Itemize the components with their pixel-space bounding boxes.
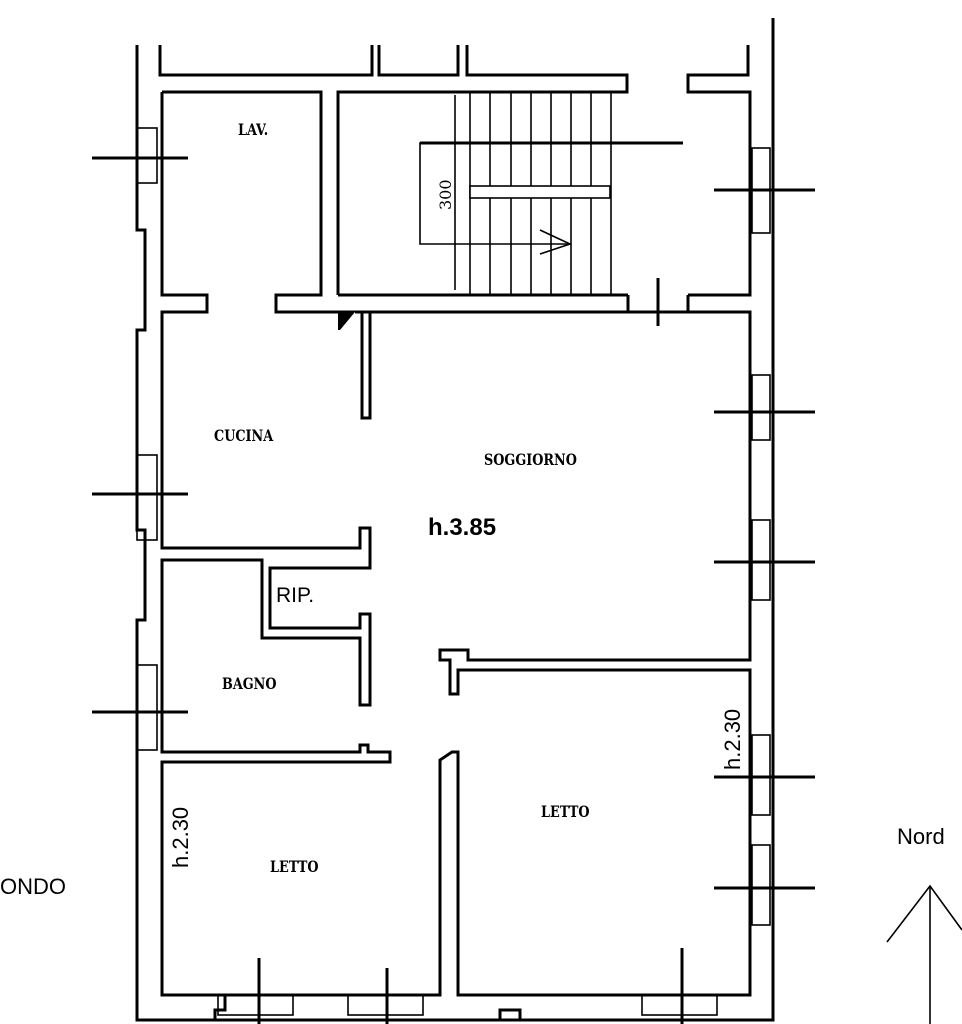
side-label: ONDO: [0, 874, 66, 899]
north-label: Nord: [897, 824, 945, 849]
room-label-soggiorno: SOGGIORNO: [484, 450, 577, 469]
ceiling-height-main: h.3.85: [428, 514, 497, 541]
room-label-letto-right: LETTO: [541, 802, 590, 821]
windows: [92, 127, 815, 1024]
room-label-cucina: CUCINA: [214, 426, 274, 445]
room-label-rip: RIP.: [276, 584, 315, 607]
ceiling-height-letto-left: h.2.30: [168, 806, 193, 868]
north-arrow: [886, 884, 962, 1024]
outer-walls: [135, 18, 775, 1022]
staircase: [419, 92, 683, 295]
room-label-bagno: BAGNO: [222, 674, 277, 693]
room-label-lav: LAV.: [238, 120, 269, 139]
ceiling-height-letto-right: h.2.30: [720, 708, 745, 770]
room-label-letto-left: LETTO: [270, 857, 319, 876]
stair-dimension: 300: [436, 179, 455, 210]
